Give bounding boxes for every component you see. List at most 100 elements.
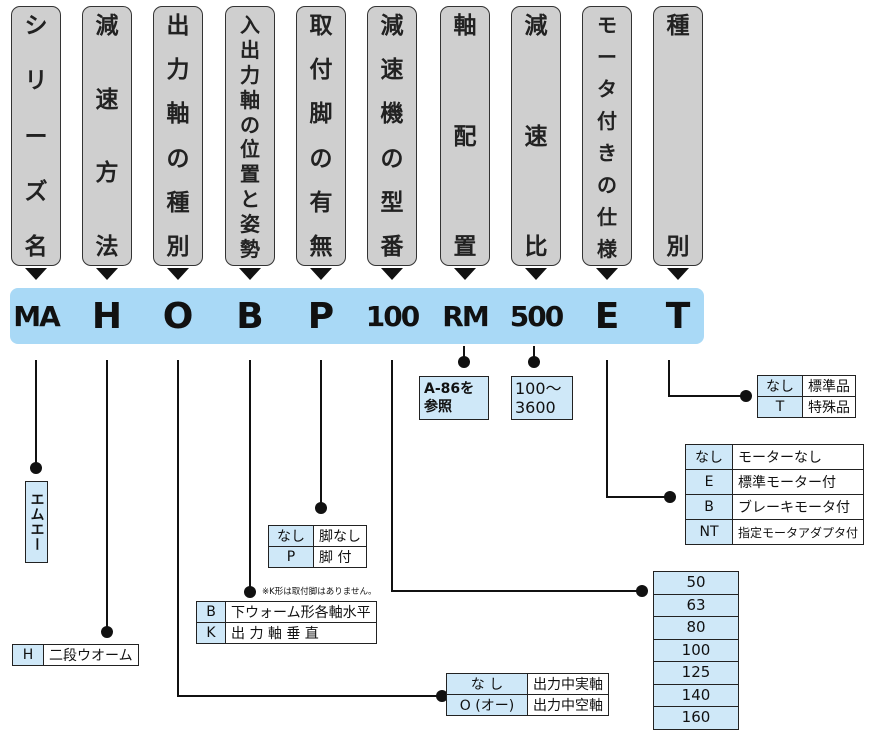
table-row: B 下ウォーム形各軸水平 — [196, 601, 377, 623]
connector-output — [177, 360, 179, 697]
connector-model — [391, 360, 393, 592]
header-char: 力 — [166, 57, 190, 84]
table-key: B — [685, 494, 733, 520]
list-item: 125 — [654, 661, 738, 684]
shaft-arrangement-text: A-86を参照 — [424, 381, 475, 415]
header-char: 別 — [666, 234, 690, 260]
header-char: 勢 — [240, 236, 260, 261]
header-char: 力 — [240, 62, 260, 87]
code-type: T — [665, 295, 691, 337]
table-value: 標準モーター付 — [731, 469, 865, 495]
series-box-text: エムエー — [28, 492, 45, 552]
header-char: の — [380, 145, 404, 172]
arrow-down-icon — [525, 268, 547, 280]
header-char: シ — [24, 13, 48, 39]
connector-dot — [458, 356, 470, 368]
connector-method — [106, 360, 108, 632]
header-char: 減 — [95, 13, 119, 39]
table-value: 出力中空軸 — [527, 694, 609, 716]
table-key: H — [12, 644, 44, 666]
header-char: 比 — [524, 234, 548, 260]
table-row: H 二段ウオーム — [12, 644, 139, 666]
connector-dot — [101, 626, 113, 638]
connector-type-h — [668, 395, 746, 397]
header-char: の — [240, 112, 260, 137]
code-reduction-ratio: 500 — [509, 299, 564, 333]
header-char: 脚 — [309, 101, 333, 128]
arrow-down-icon — [96, 268, 118, 280]
header-char: 姿 — [240, 212, 260, 236]
table-key: E — [685, 469, 733, 495]
table-key: P — [268, 546, 314, 568]
connector-dot — [740, 390, 752, 402]
arrow-down-icon — [239, 268, 261, 280]
header-char: 入 — [240, 13, 260, 37]
code-shaft-position: B — [236, 295, 264, 337]
table-row: NT 指定モータアダプタ付 — [685, 519, 865, 545]
header-char: 番 — [380, 233, 404, 260]
table-value: ブレーキモータ付 — [731, 494, 865, 520]
arrow-down-icon — [596, 268, 618, 280]
header-char: タ — [597, 77, 617, 101]
connector-dot — [244, 586, 256, 598]
header-char: の — [166, 145, 190, 172]
list-item: 160 — [654, 706, 738, 729]
connector-foot — [320, 360, 322, 508]
header-output-shaft-type: 出力軸の種別 — [153, 6, 203, 266]
connector-dot — [30, 462, 42, 474]
header-char: 付 — [597, 109, 617, 133]
connector-ratio — [533, 346, 535, 360]
table-value: モーターなし — [731, 444, 865, 470]
connector-dot — [315, 502, 327, 514]
table-key: な し — [446, 673, 528, 695]
header-shaft-position: 入出力軸の位置と姿勢 — [225, 6, 275, 266]
connector-dot — [436, 690, 448, 702]
connector-motor — [606, 360, 608, 498]
header-char: ー — [597, 45, 617, 69]
header-char: リ — [24, 68, 48, 95]
code-reducer-model: 100 — [365, 299, 420, 333]
connector-motor-h — [606, 496, 669, 498]
header-char: 方 — [95, 160, 119, 187]
header-char: 配 — [453, 123, 477, 150]
table-row: B ブレーキモータ付 — [685, 494, 865, 520]
header-char: 軸 — [453, 13, 477, 39]
header-reducer-model: 減速機の型番 — [367, 6, 417, 266]
header-char: ズ — [24, 178, 48, 205]
code-series: MA — [13, 299, 61, 333]
code-shaft-arrangement: RM — [442, 299, 489, 333]
header-char: 様 — [597, 237, 617, 261]
connector-output-h — [177, 695, 441, 697]
header-char: 速 — [380, 57, 404, 84]
header-char: 速 — [95, 86, 119, 113]
list-item: 63 — [654, 593, 738, 616]
code-output-shaft-type: O — [162, 295, 194, 337]
output-shaft-table: な し 出力中実軸 O (オー) 出力中空軸 — [446, 673, 609, 716]
header-char: 出 — [240, 37, 260, 62]
header-char: 取 — [309, 13, 333, 39]
header-char: 位 — [240, 137, 260, 162]
header-char: 軸 — [240, 87, 260, 112]
table-key: なし — [685, 444, 733, 470]
foot-note: ※K形は取付脚はありません。 — [262, 587, 377, 597]
header-char: 型 — [380, 189, 404, 216]
table-row: O (オー) 出力中空軸 — [446, 694, 609, 716]
table-value: 二段ウオーム — [43, 644, 139, 666]
table-key: NT — [685, 519, 733, 545]
table-row: な し 出力中実軸 — [446, 673, 609, 695]
header-char: 置 — [240, 162, 260, 187]
arrow-down-icon — [667, 268, 689, 280]
connector-model-h — [391, 590, 643, 592]
table-key: なし — [757, 375, 803, 397]
code-reduction-method: H — [91, 295, 123, 337]
header-char: 出 — [166, 13, 190, 39]
list-item: 80 — [654, 616, 738, 639]
series-box: エムエー — [25, 481, 48, 563]
table-row: T 特殊品 — [757, 396, 856, 418]
reduction-ratio-box: 100～3600 — [511, 376, 573, 420]
header-motor-spec: モータ付きの仕様 — [582, 6, 632, 266]
connector-type — [668, 360, 670, 397]
header-char: と — [240, 187, 260, 212]
connector-arrangement — [463, 346, 465, 360]
table-row: E 標準モーター付 — [685, 469, 865, 495]
